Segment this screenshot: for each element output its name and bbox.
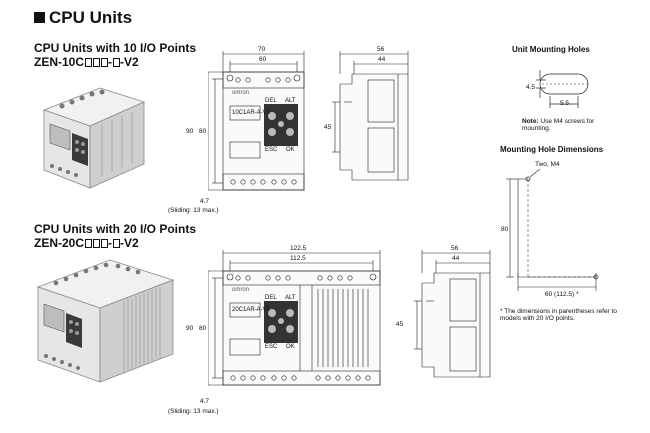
section10-model: ZEN-10C--V2 — [34, 55, 139, 69]
dim20-w-inner: 112.5 — [290, 255, 306, 262]
mount-holes-screw: Two, M4 — [535, 161, 560, 168]
product-photo-20 — [36, 259, 175, 383]
dim10-side-outer: 56 — [377, 46, 385, 53]
dim10-w-outer: 70 — [258, 46, 266, 53]
section20-title: CPU Units with 20 I/O Points — [34, 222, 197, 236]
front20-key-alt: ALT — [285, 295, 296, 301]
page-title: CPU Units — [34, 8, 132, 28]
dim10-side-inner: 44 — [378, 56, 386, 63]
unit-holes-note: Note: Use M4 screws for mounting. — [522, 118, 595, 132]
dim20-sliding: (Sliding: 13 max.) — [168, 408, 219, 415]
front20-key-esc: ESC — [265, 344, 278, 350]
dim20-h-inner: 80 — [199, 325, 207, 332]
front-drawing-10: 70 60 90 80 omron 10C1AR-A-V2 DEL ALT ES… — [186, 44, 318, 219]
slot-hole-diagram — [536, 70, 589, 108]
mount-holes-title: Mounting Hole Dimensions — [500, 145, 604, 154]
dim20-h-outer: 90 — [186, 325, 194, 332]
section10-title: CPU Units with 10 I/O Points — [34, 41, 197, 55]
front20-model: 20C1AR-A-V2 — [232, 307, 271, 313]
front-drawing-20: 122.5 112.5 90 80 omron 20C1AR-A-V2 DEL … — [186, 245, 386, 395]
product-photo-10 — [42, 87, 146, 189]
front10-key-esc: ESC — [265, 147, 278, 153]
front10-brand: omron — [232, 90, 250, 96]
front20-key-del: DEL — [265, 295, 277, 301]
mount-hole-diagram — [506, 168, 599, 291]
dim20-foot: 4.7 — [200, 398, 210, 405]
dim20-side-inner: 44 — [452, 255, 460, 262]
section20-model: ZEN-20C--V2 — [34, 236, 139, 250]
side-drawing-20: 56 44 45 — [396, 245, 498, 395]
dim20-side-outer: 56 — [451, 245, 459, 252]
unit-holes-dim-w: 5.5 — [560, 100, 570, 107]
dim10-foot: 4.7 — [200, 198, 210, 205]
dim10-sliding: (Sliding: 13 max.) — [168, 207, 219, 214]
dim10-w-inner: 60 — [259, 56, 267, 63]
front10-key-ok: OK — [286, 147, 295, 153]
unit-holes-title: Unit Mounting Holes — [512, 45, 590, 54]
dim10-h-outer: 90 — [186, 128, 194, 135]
dim10-side-h: 45 — [324, 124, 332, 131]
mount-holes-dim-v: 80 — [501, 226, 509, 233]
unit-holes-dim-h: 4.5 — [526, 84, 536, 91]
front10-key-del: DEL — [265, 98, 277, 104]
section10-heading: CPU Units with 10 I/O Points ZEN-10C--V2 — [34, 41, 196, 69]
front20-brand: omron — [232, 287, 250, 293]
bullet-square — [34, 12, 45, 23]
dim20-side-h: 45 — [396, 321, 404, 328]
dim10-h-inner: 80 — [199, 128, 207, 135]
front10-model: 10C1AR-A-V2 — [232, 110, 271, 116]
front20-key-ok: OK — [286, 344, 295, 350]
mount-holes-dim-h: 60 (112.5) * — [545, 291, 579, 298]
front10-key-alt: ALT — [285, 98, 296, 104]
section20-heading: CPU Units with 20 I/O Points ZEN-20C--V2 — [34, 222, 196, 250]
side-drawing-10: 56 44 45 — [318, 44, 416, 204]
mount-holes-footnote: * The dimensions in parentheses refer to… — [500, 308, 617, 322]
dim20-w-outer: 122.5 — [290, 245, 307, 252]
